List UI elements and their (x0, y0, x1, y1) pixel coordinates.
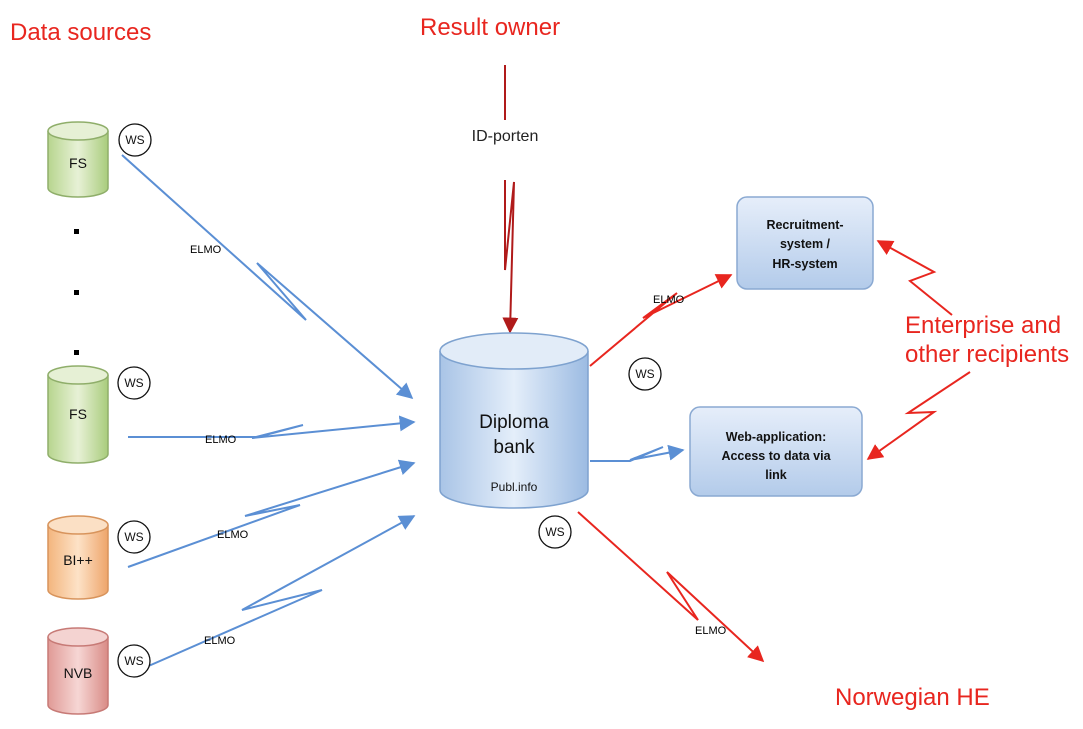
db-fs-top[interactable]: FS (47, 121, 109, 198)
svg-text:WS: WS (124, 376, 143, 390)
db-bi[interactable]: BI++ (47, 515, 109, 600)
ellipsis-dots (74, 229, 79, 355)
link-bi (127, 459, 416, 568)
diploma-bank-line2: bank (493, 437, 535, 458)
link-nvb (127, 515, 416, 676)
ws-badges: WS WS WS WS WS WS (117, 123, 662, 678)
elmo-labels: ELMO ELMO ELMO ELMO ELMO ELMO (190, 244, 727, 647)
link-recruitment (589, 274, 733, 367)
svg-text:WS: WS (124, 530, 143, 544)
db-bi-label: BI++ (63, 552, 93, 568)
dot (74, 229, 79, 234)
box-recruitment[interactable]: Recruitment- system / HR-system (736, 196, 874, 290)
db-fs-top-label: FS (69, 155, 87, 171)
elmo-label-norwegian-he: ELMO (695, 625, 727, 637)
link-fs-bottom (128, 415, 416, 439)
title-norwegian-he: Norwegian HE (835, 684, 990, 711)
db-nvb-label: NVB (64, 665, 93, 681)
elmo-label-fs-top: ELMO (190, 244, 222, 256)
elmo-label-fs-bottom: ELMO (205, 434, 237, 446)
link-norwegian-he (577, 511, 765, 663)
link-enterprise-recruitment (876, 240, 953, 316)
ws-badge-nvb: WS (117, 644, 151, 678)
webapp-line3: link (765, 468, 787, 482)
ws-badge-fs-bottom: WS (117, 366, 151, 400)
ws-badge-fs-top: WS (118, 123, 152, 157)
recruitment-line3: HR-system (772, 257, 837, 271)
ws-badge-webapp: WS (628, 357, 662, 391)
id-porten-label: ID-porten (472, 128, 539, 145)
svg-text:WS: WS (124, 654, 143, 668)
db-diploma-bank[interactable]: Diploma bank Publ.info (439, 332, 589, 509)
link-fs-top (121, 154, 414, 400)
recruitment-line2: system / (780, 237, 831, 251)
title-result-owner: Result owner (420, 14, 560, 41)
title-enterprise-line2: other recipients (905, 341, 1069, 368)
box-webapp[interactable]: Web-application: Access to data via link (689, 406, 863, 497)
diploma-bank-line1: Diploma (479, 412, 549, 433)
webapp-line2: Access to data via (721, 449, 831, 463)
title-enterprise-line1: Enterprise and (905, 312, 1061, 339)
svg-text:WS: WS (545, 525, 564, 539)
dot (74, 290, 79, 295)
dot (74, 350, 79, 355)
link-result-owner (505, 65, 514, 332)
ws-badge-bank: WS (538, 515, 572, 549)
db-nvb[interactable]: NVB (47, 627, 109, 715)
webapp-line1: Web-application: (726, 430, 826, 444)
svg-text:WS: WS (635, 367, 654, 381)
svg-text:WS: WS (125, 133, 144, 147)
connectors (121, 65, 971, 676)
link-enterprise-webapp (866, 371, 971, 460)
link-webapp (590, 444, 685, 462)
db-fs-bottom-label: FS (69, 406, 87, 422)
ws-badge-bi: WS (117, 520, 151, 554)
title-data-sources: Data sources (10, 19, 151, 46)
elmo-label-recruitment: ELMO (653, 294, 685, 306)
id-porten-bg (455, 120, 555, 176)
db-fs-bottom[interactable]: FS (47, 365, 109, 464)
elmo-label-bi: ELMO (217, 529, 249, 541)
diploma-bank-sub: Publ.info (491, 480, 538, 494)
recruitment-line1: Recruitment- (766, 218, 843, 232)
elmo-label-nvb: ELMO (204, 635, 236, 647)
